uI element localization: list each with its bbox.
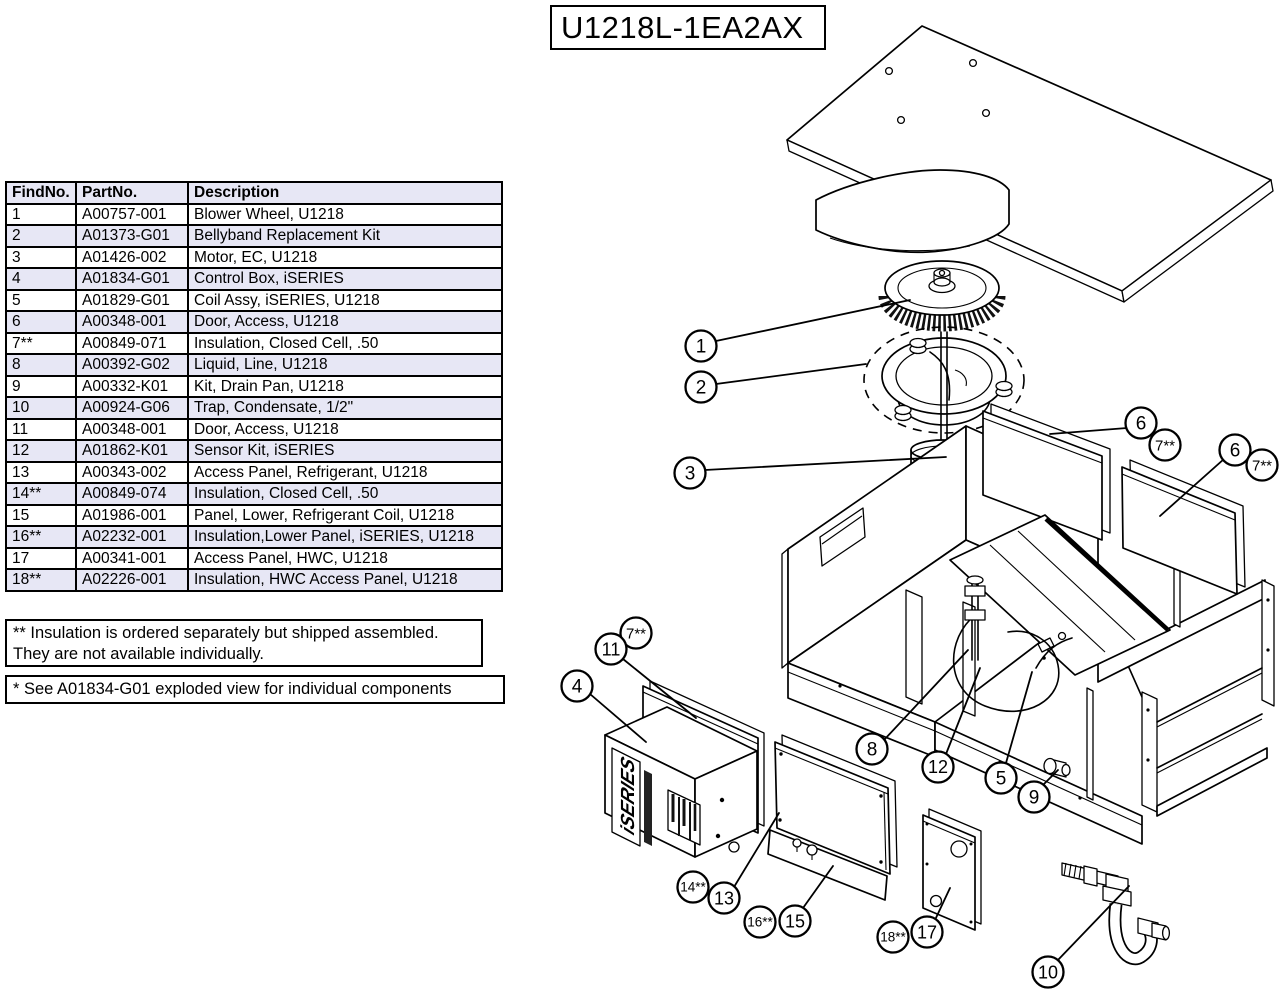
- barcode-block: [667, 789, 701, 846]
- bellyband-kit: [863, 326, 1025, 434]
- callout-16: 16**: [743, 905, 777, 939]
- callout-17: 17: [910, 915, 944, 949]
- svg-text:6: 6: [1230, 441, 1241, 462]
- svg-text:8: 8: [867, 740, 878, 761]
- svg-text:9: 9: [1029, 788, 1040, 809]
- callout-7c: 7**: [619, 616, 653, 650]
- callout-18: 18**: [876, 920, 910, 954]
- hwc-access-panel: [922, 808, 982, 931]
- svg-text:16**: 16**: [747, 915, 773, 930]
- callout-12: 12: [921, 750, 955, 784]
- callout-6a: 6: [1124, 406, 1158, 440]
- svg-text:18**: 18**: [880, 930, 906, 945]
- svg-text:7**: 7**: [1155, 438, 1175, 455]
- condensate-trap: [1061, 862, 1171, 966]
- control-box-note: * See A01834-G01 exploded view for indiv…: [5, 675, 505, 704]
- callout-2: 2: [684, 370, 718, 404]
- svg-text:7**: 7**: [626, 626, 646, 643]
- callout-5: 5: [984, 761, 1018, 795]
- col-header-findno: FindNo.: [5, 181, 77, 205]
- svg-text:14**: 14**: [680, 880, 706, 895]
- svg-text:11: 11: [602, 640, 621, 660]
- svg-text:17: 17: [917, 923, 937, 943]
- drain-fitting: [1043, 757, 1071, 778]
- model-number-title: U1218L-1EA2AX: [550, 5, 826, 50]
- svg-text:13: 13: [714, 889, 734, 909]
- callout-14: 14**: [676, 870, 710, 904]
- svg-text:3: 3: [685, 464, 696, 485]
- callout-1: 1: [684, 329, 718, 363]
- insulation-note-line1: ** Insulation is ordered separately but …: [13, 624, 439, 642]
- callouts: 1 2 3 6 7** 6: [560, 329, 1279, 989]
- control-box: iSERIES: [604, 706, 758, 858]
- parts-table-header-row: FindNo. PartNo. Description: [5, 181, 503, 205]
- col-header-description: Description: [187, 181, 503, 205]
- callout-8: 8: [855, 732, 889, 766]
- insulation-note: ** Insulation is ordered separately but …: [5, 619, 483, 667]
- top-panel: [786, 25, 1274, 303]
- insulation-note-line2: They are not available individually.: [13, 645, 265, 663]
- leader-lines: [589, 299, 1225, 962]
- sensor-kit: [1035, 631, 1073, 669]
- access-door-right-1: [982, 403, 1111, 541]
- svg-text:15: 15: [785, 912, 805, 932]
- callout-11: 11: [594, 632, 628, 666]
- access-door-right-2: [1121, 459, 1246, 595]
- callout-10: 10: [1031, 955, 1065, 989]
- col-header-partno: PartNo.: [75, 181, 189, 205]
- refrigerant-access-panel: [774, 734, 898, 875]
- svg-text:10: 10: [1038, 963, 1058, 983]
- callout-3: 3: [673, 456, 707, 490]
- control-box-brand-label: iSERIES: [618, 753, 639, 838]
- svg-text:5: 5: [996, 769, 1007, 790]
- callout-7a: 7**: [1148, 428, 1182, 462]
- callout-6b: 6: [1218, 433, 1252, 467]
- blower-housing: [815, 169, 1010, 254]
- callout-15: 15: [778, 904, 812, 938]
- coil-assembly: [949, 514, 1171, 676]
- svg-text:7**: 7**: [1252, 458, 1272, 475]
- callout-4: 4: [560, 669, 594, 703]
- callout-7b: 7**: [1245, 448, 1279, 482]
- svg-text:6: 6: [1136, 414, 1147, 435]
- label-fine-print-block: [644, 770, 652, 846]
- svg-text:1: 1: [696, 337, 707, 358]
- svg-text:2: 2: [696, 378, 707, 399]
- callout-13: 13: [707, 881, 741, 915]
- callout-9: 9: [1017, 780, 1051, 814]
- svg-text:12: 12: [928, 757, 948, 777]
- blower-wheel: [878, 260, 1006, 332]
- liquid-line: [952, 575, 1060, 713]
- lower-refrigerant-panel: [767, 829, 888, 901]
- svg-text:4: 4: [572, 677, 583, 698]
